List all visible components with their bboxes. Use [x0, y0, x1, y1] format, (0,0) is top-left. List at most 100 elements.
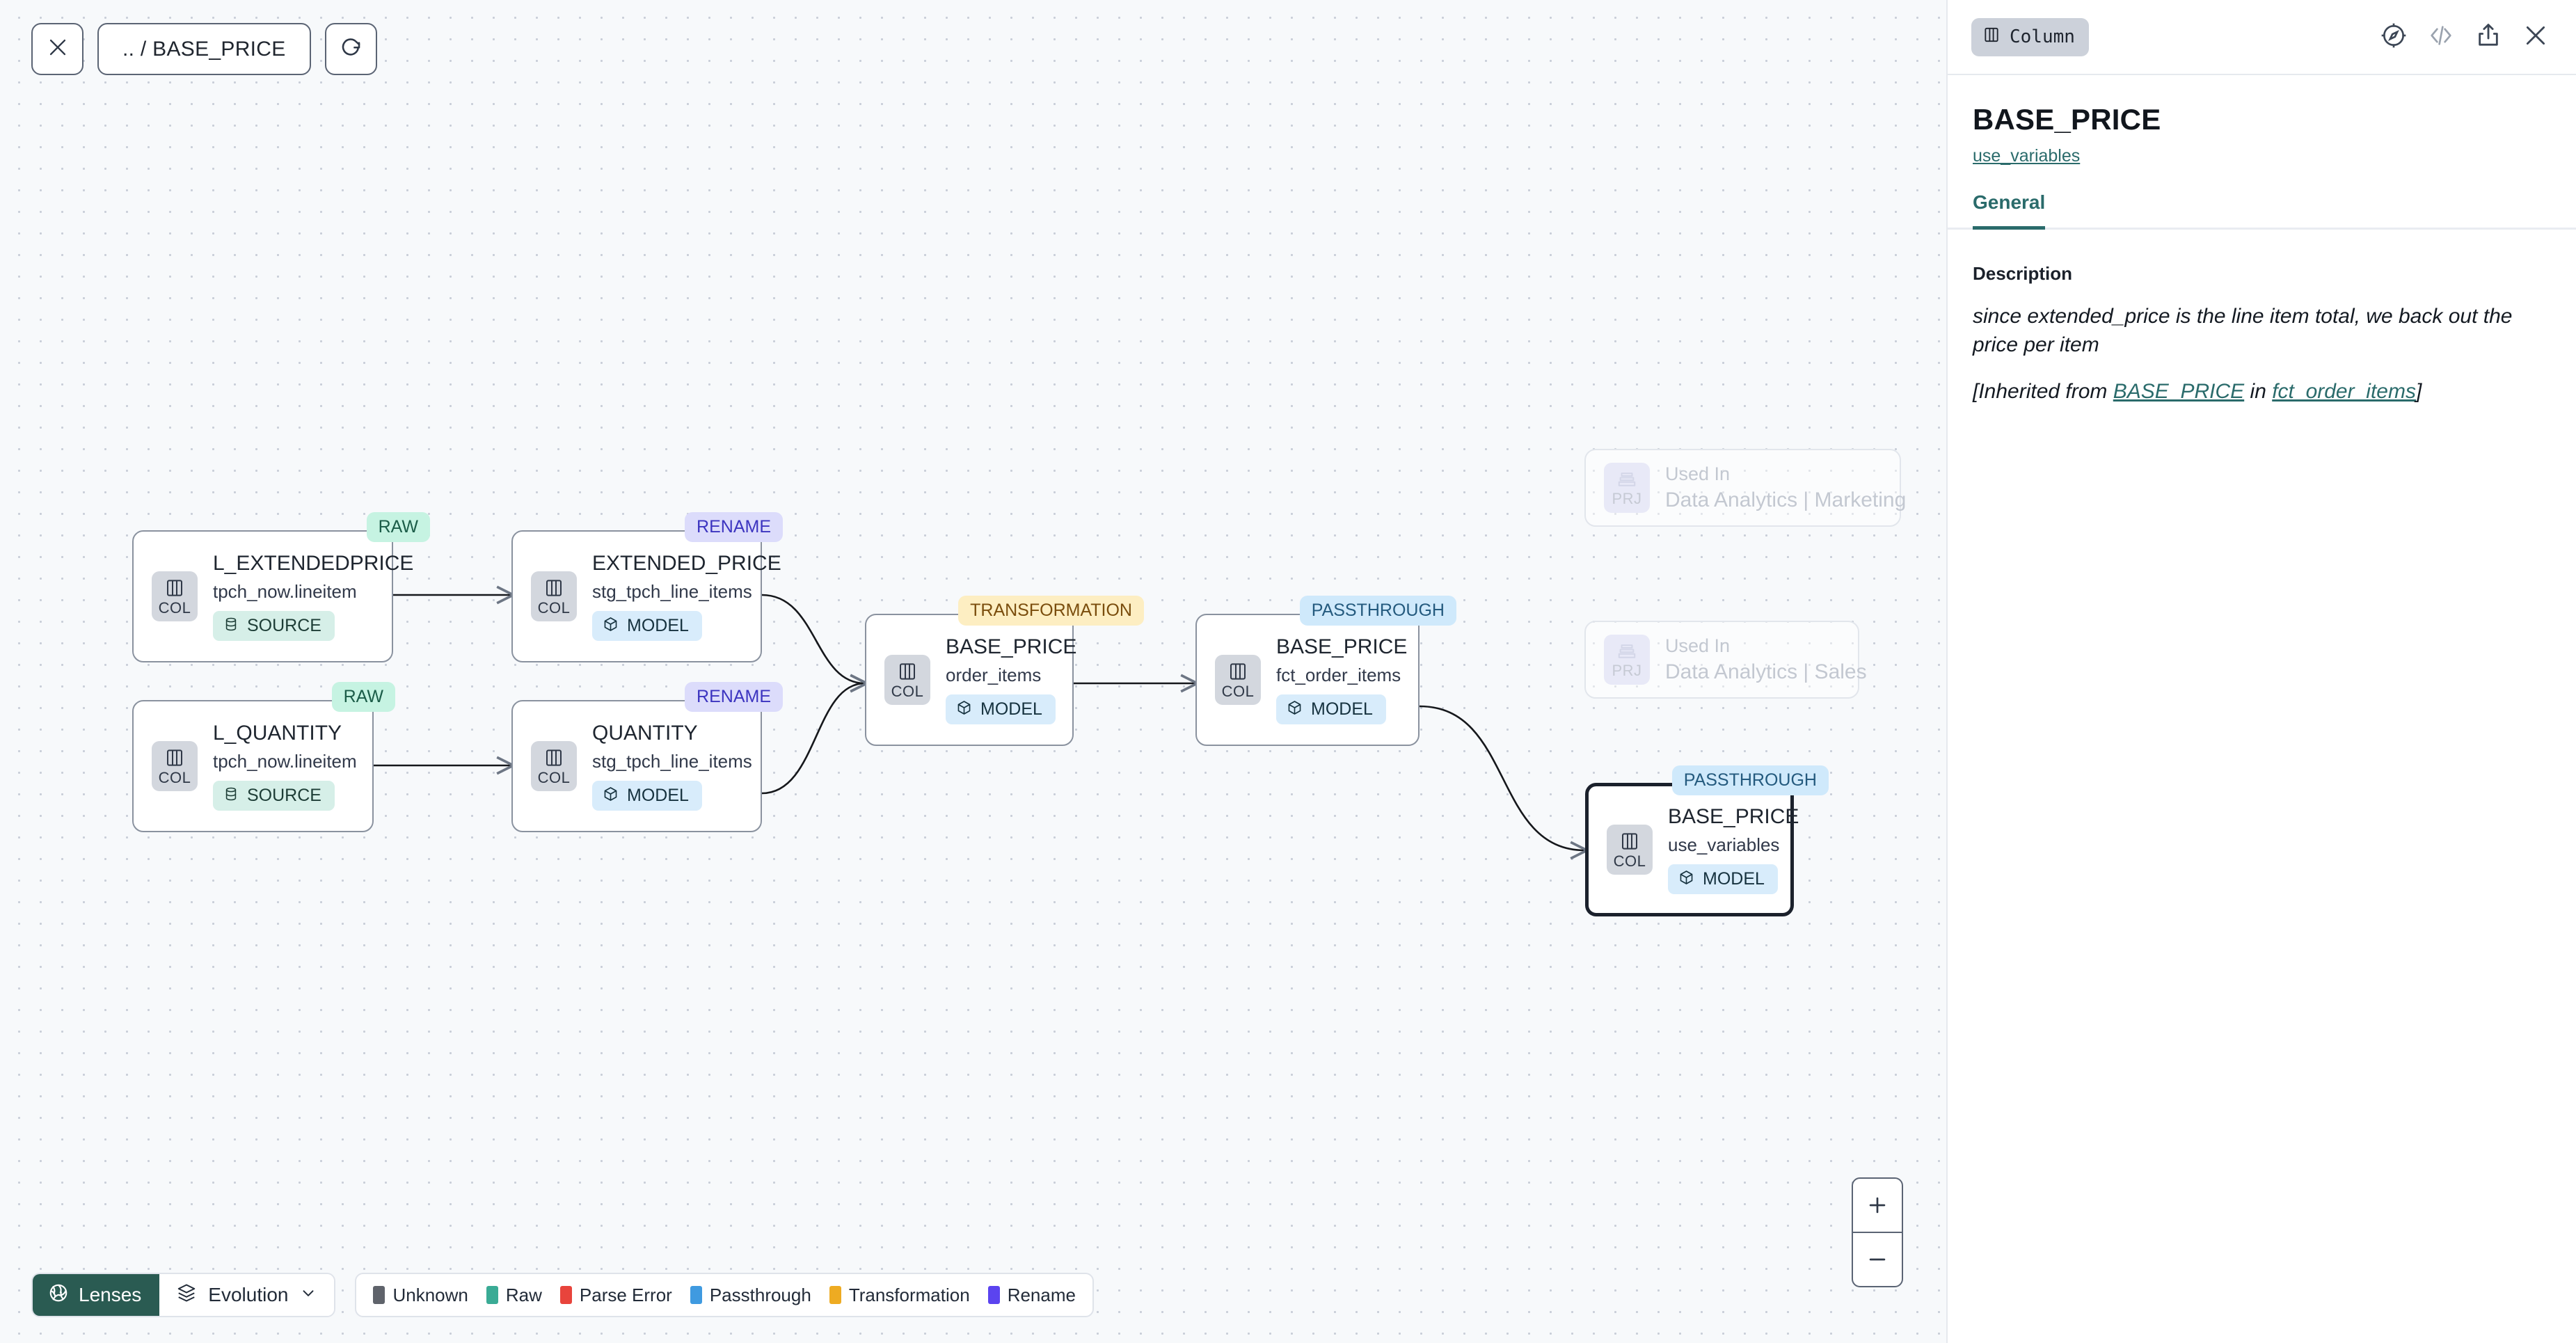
code-icon[interactable] [2427, 22, 2455, 53]
column-icon [1982, 25, 2001, 49]
database-icon [223, 616, 239, 636]
inherited-column-link[interactable]: BASE_PRICE [2113, 379, 2245, 403]
lenses-button[interactable]: Lenses [33, 1274, 160, 1316]
share-icon[interactable] [2474, 22, 2502, 53]
database-icon [223, 786, 239, 806]
column-icon: COL [884, 655, 930, 705]
edge [1419, 705, 1585, 850]
compass-icon[interactable] [2380, 22, 2408, 53]
legend-item: Parse Error [559, 1285, 672, 1306]
lenses-group: Lenses Evolution [31, 1273, 336, 1317]
close-icon [46, 35, 70, 63]
lenses-label: Lenses [79, 1284, 142, 1305]
node-used-in-marketing[interactable]: PRJ Used In Data Analytics | Marketing [1584, 449, 1906, 527]
node-title: L_EXTENDEDPRICE [213, 552, 414, 575]
column-icon: COL [152, 571, 198, 621]
aperture-icon [48, 1282, 69, 1308]
description-section: Description since extended_price is the … [1948, 230, 2576, 406]
materialization-badge: MODEL [592, 780, 702, 811]
materialization-label: MODEL [1703, 868, 1765, 889]
project-icon-label: PRJ [1612, 490, 1642, 507]
model-link[interactable]: use_variables [1973, 146, 2081, 166]
materialization-label: MODEL [627, 615, 689, 635]
node-quantity[interactable]: COL QUANTITY stg_tpch_line_items MODEL R… [511, 682, 783, 832]
node-extended-price[interactable]: COL EXTENDED_PRICE stg_tpch_line_items M… [511, 512, 783, 662]
cube-icon [603, 616, 619, 636]
column-icon-label: COL [1221, 683, 1255, 700]
column-icon: COL [152, 741, 198, 791]
node-used-in-sales[interactable]: PRJ Used In Data Analytics | Sales [1584, 621, 1867, 699]
tab-general[interactable]: General [1973, 191, 2046, 230]
node-title: L_QUANTITY [213, 722, 342, 745]
node-order-items[interactable]: COL BASE_PRICE order_items MODEL TRANSFO… [865, 596, 1144, 746]
legend-item: Rename [987, 1284, 1076, 1306]
node-subtitle: Data Analytics | Marketing [1665, 488, 1907, 512]
node-badge-passthrough: PASSTHROUGH [1299, 596, 1456, 626]
refresh-icon [339, 35, 363, 63]
zoom-out-button[interactable] [1853, 1233, 1902, 1286]
zoom-in-button[interactable] [1853, 1179, 1902, 1233]
node-subtitle: tpch_now.lineitem [213, 580, 357, 602]
node-badge-passthrough: PASSTHROUGH [1671, 765, 1829, 795]
column-icon: COL [1607, 825, 1653, 875]
materialization-badge: MODEL [1276, 694, 1386, 724]
layers-icon [176, 1282, 197, 1308]
legend-swatch [559, 1286, 572, 1304]
node-title: Used In [1665, 463, 1731, 485]
node-title: Used In [1665, 635, 1731, 657]
column-icon-label: COL [891, 683, 924, 700]
zoom-controls [1852, 1177, 1903, 1287]
refresh-button[interactable] [324, 23, 377, 75]
materialization-badge: MODEL [1668, 864, 1778, 894]
inherited-suffix: ] [2415, 379, 2422, 403]
materialization-label: MODEL [1311, 699, 1373, 719]
bottom-bar: Lenses Evolution Unknown [31, 1273, 1094, 1317]
legend-swatch [690, 1286, 702, 1304]
details-panel: Column BASE_PRICE use_variables Gener [1946, 0, 2576, 1343]
description-heading: Description [1973, 263, 2073, 284]
materialization-badge: SOURCE [213, 780, 335, 811]
node-title: BASE_PRICE [1276, 635, 1408, 659]
inherited-mid: in [2244, 379, 2273, 403]
close-button[interactable] [31, 23, 84, 75]
column-icon-label: COL [158, 599, 191, 617]
node-l-extendedprice[interactable]: COL L_EXTENDEDPRICE tpch_now.lineitem SO… [132, 512, 430, 662]
panel-tabs: General [1948, 191, 2576, 230]
legend-item: Passthrough [690, 1285, 811, 1306]
legend-label: Unknown [392, 1284, 468, 1305]
node-title: QUANTITY [592, 722, 698, 745]
node-fct-order-items[interactable]: COL BASE_PRICE fct_order_items MODEL PAS… [1195, 596, 1456, 746]
materialization-badge: SOURCE [213, 610, 335, 641]
node-l-quantity[interactable]: COL L_QUANTITY tpch_now.lineitem SOURCE … [132, 682, 395, 832]
evolution-label: Evolution [208, 1284, 289, 1305]
column-icon-label: COL [537, 599, 571, 617]
column-icon-label: COL [537, 769, 571, 786]
close-icon[interactable] [2522, 22, 2550, 53]
lineage-canvas[interactable]: .. / BASE_PRICE [0, 0, 1946, 1343]
legend-item: Transformation [829, 1285, 970, 1306]
evolution-dropdown[interactable]: Evolution [159, 1274, 335, 1316]
node-badge-raw: RAW [366, 512, 430, 542]
page-title: BASE_PRICE [1973, 103, 2161, 136]
cube-icon [603, 786, 619, 806]
node-subtitle: tpch_now.lineitem [213, 750, 357, 772]
inherited-model-link[interactable]: fct_order_items [2272, 379, 2416, 403]
materialization-label: SOURCE [247, 615, 321, 635]
node-use-variables[interactable]: COL BASE_PRICE use_variables MODEL PASST… [1585, 765, 1829, 916]
materialization-label: MODEL [980, 699, 1042, 719]
legend: Unknown Raw Parse Error Passthrough Tran… [355, 1273, 1094, 1317]
legend-swatch [486, 1286, 498, 1304]
legend-label: Transformation [848, 1284, 970, 1305]
legend-label: Rename [1007, 1284, 1076, 1305]
project-icon: PRJ [1604, 463, 1650, 513]
node-subtitle: fct_order_items [1276, 664, 1401, 685]
materialization-label: MODEL [627, 785, 689, 805]
legend-item: Raw [486, 1285, 542, 1306]
cube-icon [956, 699, 972, 720]
breadcrumb: .. / BASE_PRICE [122, 37, 286, 61]
materialization-badge: MODEL [592, 610, 702, 641]
node-subtitle: stg_tpch_line_items [592, 750, 752, 772]
column-icon-label: COL [158, 769, 191, 786]
breadcrumb-button[interactable]: .. / BASE_PRICE [97, 23, 311, 75]
